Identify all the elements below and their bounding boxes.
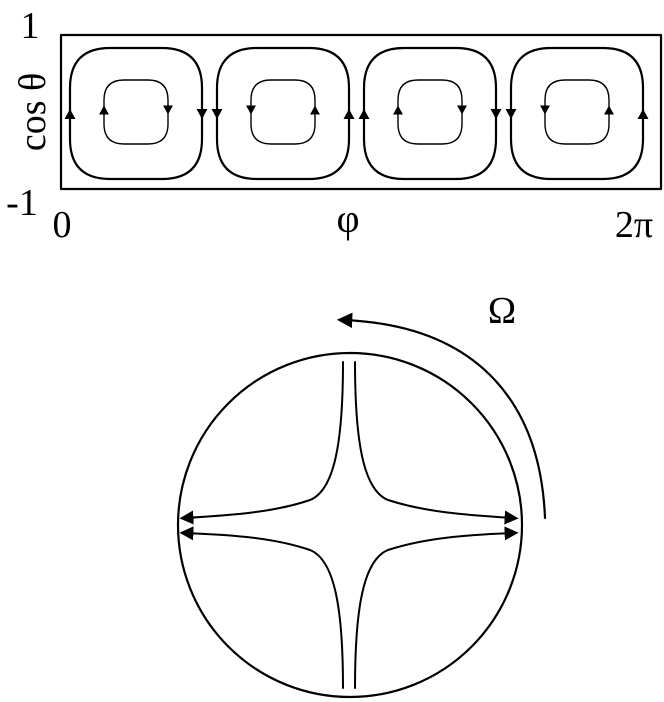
outer-streamline [362,46,498,181]
outer-left-arrow [358,109,370,119]
outer-left-arrow [211,109,223,119]
outer-right-arrow [490,109,502,119]
streamline-bottom-left [179,526,344,689]
plot-frame [59,33,663,191]
streamline-top-left [179,361,344,525]
streamline-top-right [354,361,519,525]
y-bottom-tick: -1 [6,182,38,224]
inner-left-arrow [99,105,109,115]
rotation-arrow [336,312,547,520]
convection-cell [211,46,355,181]
inner-streamline [544,79,610,145]
top-panel: cos θ 1 -1 0 φ 2π [6,5,663,246]
convection-cells [64,46,649,181]
inner-streamline [103,79,169,145]
inner-right-arrow [457,105,467,115]
inner-left-arrow [246,105,256,115]
outer-left-arrow [64,109,76,119]
inner-right-arrow [604,105,614,115]
inner-streamline [397,79,463,145]
convection-cell [358,46,502,181]
inner-streamline [250,79,316,145]
outer-right-arrow [637,109,649,119]
x-right-tick: 2π [615,204,653,246]
streamline-bottom-right [354,526,519,689]
outer-streamline [215,46,351,181]
outer-left-arrow [505,109,517,119]
x-mid-label: φ [336,196,359,241]
outer-streamline [509,46,645,181]
inner-right-arrow [163,105,173,115]
inner-left-arrow [540,105,550,115]
inner-left-arrow [393,105,403,115]
convection-cell [505,46,649,181]
y-axis-label: cos θ [12,73,54,151]
outer-right-arrow [196,109,208,119]
sphere-outline [176,351,524,699]
rotation-label: Ω [488,290,516,332]
outer-right-arrow [343,109,355,119]
convection-cell [64,46,208,181]
x-left-tick: 0 [53,204,72,246]
bottom-panel: Ω [176,290,547,699]
y-top-tick: 1 [21,5,40,47]
inner-right-arrow [310,105,320,115]
outer-streamline [68,46,204,181]
